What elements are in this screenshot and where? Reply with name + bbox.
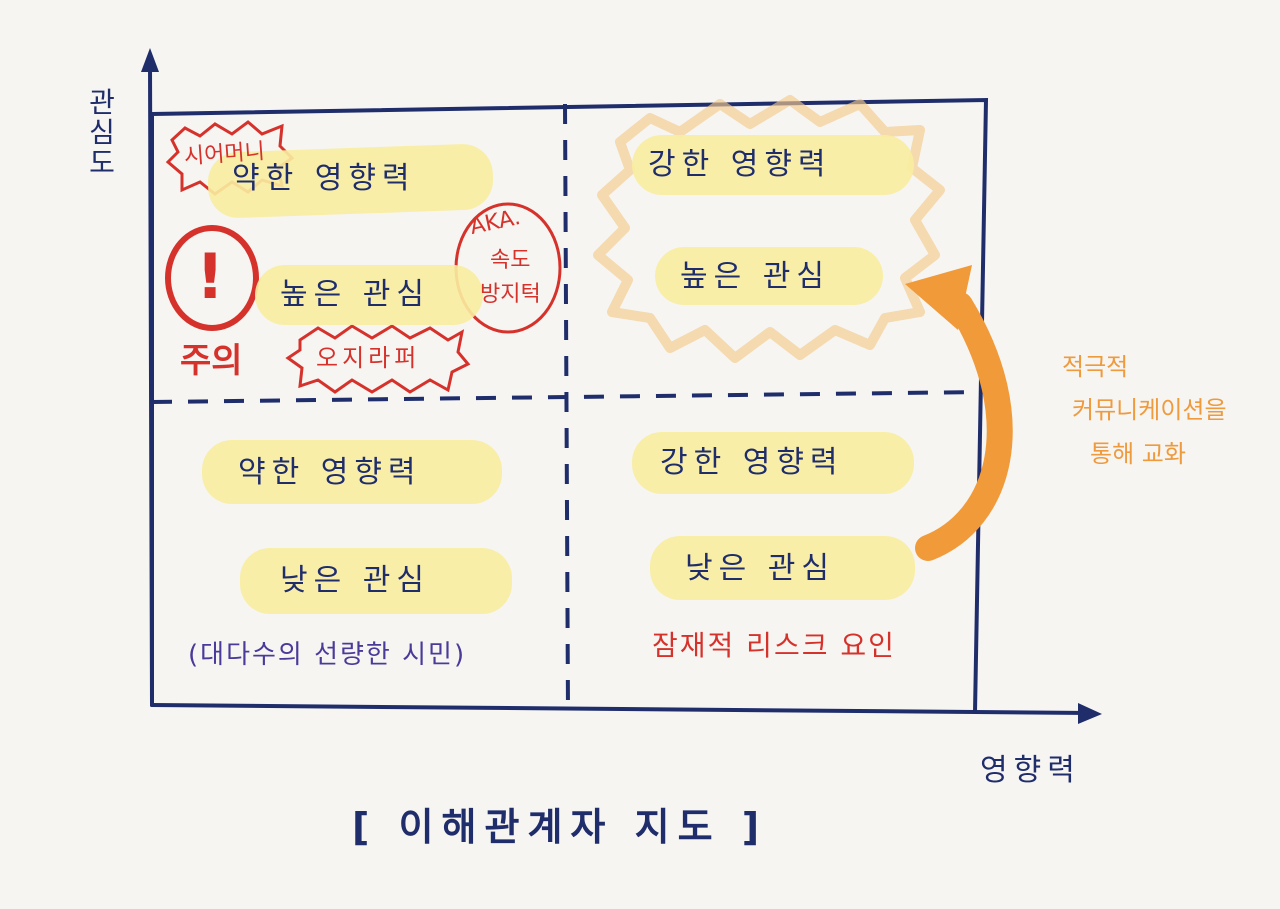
aka-line-2: 속도 (490, 248, 531, 273)
br-influence-label: 강한 영향력 (660, 445, 844, 480)
tl-influence-label: 약한 영향력 (232, 161, 416, 196)
tr-interest-label: 높은 관심 (680, 259, 830, 294)
x-axis-arrowhead (1078, 703, 1102, 724)
bl-note: (대다수의 선량한 시민) (188, 640, 467, 670)
arrow-note-line-3: 통해 교화 (1090, 440, 1186, 468)
vertical-divider (563, 103, 570, 713)
highlight-tr-interest (655, 247, 883, 305)
bl-influence-label: 약한 영향력 (238, 455, 422, 490)
arrow-note-line-2: 커뮤니케이션을 (1072, 396, 1227, 424)
x-axis-label: 영향력 (980, 753, 1081, 788)
horizontal-divider (151, 390, 986, 404)
highlight-bl-interest (240, 548, 512, 614)
tl-tag-bottom: 오지라퍼 (316, 344, 421, 372)
y-axis-label: 관 심 도 (89, 86, 115, 179)
highlight-tr-influence (632, 135, 914, 195)
highlight-br-influence (632, 432, 914, 494)
bl-interest-label: 낮은 관심 (280, 563, 430, 598)
warning-circle (165, 225, 259, 331)
tl-tag-top: 시어머니 (183, 139, 266, 170)
highlight-tl-interest (255, 265, 483, 325)
highlight-bl-influence (202, 440, 502, 504)
br-interest-label: 낮은 관심 (685, 551, 835, 586)
br-note: 잠재적 리스크 요인 (652, 629, 896, 662)
tr-influence-label: 강한 영향력 (648, 147, 832, 182)
arrow-note-line-1: 적극적 (1062, 353, 1129, 381)
diagram-title: [ 이해관계자 지도 ] (352, 805, 768, 849)
x-axis-line (150, 703, 1092, 715)
highlight-br-interest (650, 536, 915, 600)
warning-mark: ! (196, 240, 225, 313)
tag-burst-bottom (285, 324, 471, 394)
curved-arrow-body (915, 292, 1013, 561)
highlight-burst (593, 95, 945, 363)
curved-arrow-head (905, 265, 972, 330)
warning-label: 주의 (180, 341, 243, 381)
tl-interest-label: 높은 관심 (280, 277, 430, 312)
y-axis-arrowhead (141, 48, 159, 72)
aka-line-3: 방지턱 (480, 282, 541, 307)
